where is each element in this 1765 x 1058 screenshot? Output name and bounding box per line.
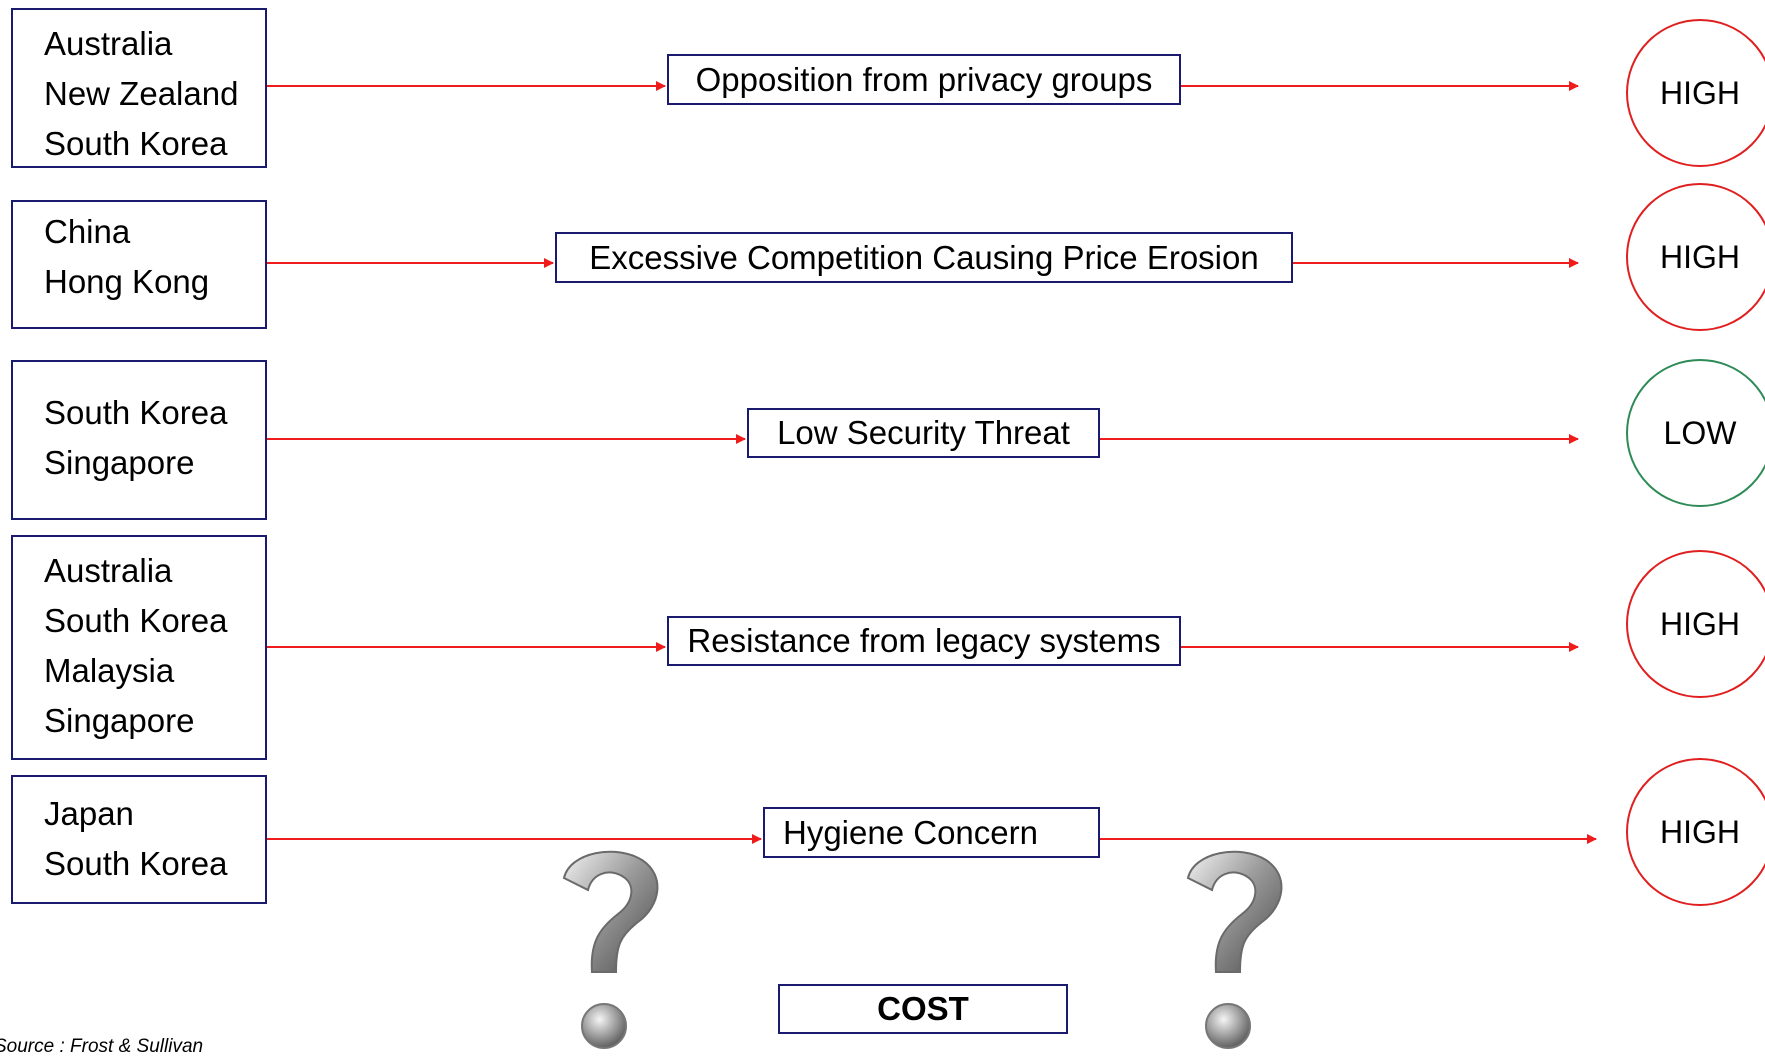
rating-circle-high: HIGH: [1626, 550, 1765, 698]
factor-label-1: Opposition from privacy groups: [667, 54, 1181, 105]
factor-label-3: Low Security Threat: [747, 408, 1100, 458]
country-label: New Zealand: [44, 75, 239, 112]
country-label: China: [44, 213, 131, 250]
country-label: South Korea: [44, 845, 228, 882]
country-label: Australia: [44, 552, 173, 589]
country-label: Singapore: [44, 702, 195, 739]
factor-label-2: Excessive Competition Causing Price Eros…: [555, 232, 1293, 283]
factor-label-5: Hygiene Concern: [763, 807, 1100, 858]
rating-circle-high: HIGH: [1626, 758, 1765, 906]
country-label: South Korea: [44, 602, 228, 639]
source-note: Source : Frost & Sullivan: [0, 1036, 204, 1057]
country-label: Japan: [44, 795, 134, 832]
country-label: South Korea: [44, 125, 228, 162]
country-box-3: South Korea Singapore: [11, 360, 267, 520]
rating-circle-low: LOW: [1626, 359, 1765, 507]
country-box-2: China Hong Kong: [11, 200, 267, 329]
country-label: Australia: [44, 25, 173, 62]
question-mark-icon: [1186, 850, 1283, 1049]
country-box-4: Australia South Korea Malaysia Singapore: [11, 535, 267, 760]
country-label: Malaysia: [44, 652, 175, 689]
country-label: Singapore: [44, 444, 195, 481]
factor-label-4: Resistance from legacy systems: [667, 616, 1181, 666]
question-mark-icon: [562, 850, 659, 1049]
country-label: Hong Kong: [44, 263, 210, 300]
country-box-1: Australia New Zealand South Korea: [11, 8, 267, 168]
rating-circle-high: HIGH: [1626, 183, 1765, 331]
cost-label: COST: [778, 984, 1068, 1034]
country-label: South Korea: [44, 394, 228, 431]
rating-circle-high: HIGH: [1626, 19, 1765, 167]
country-box-5: Japan South Korea: [11, 775, 267, 904]
